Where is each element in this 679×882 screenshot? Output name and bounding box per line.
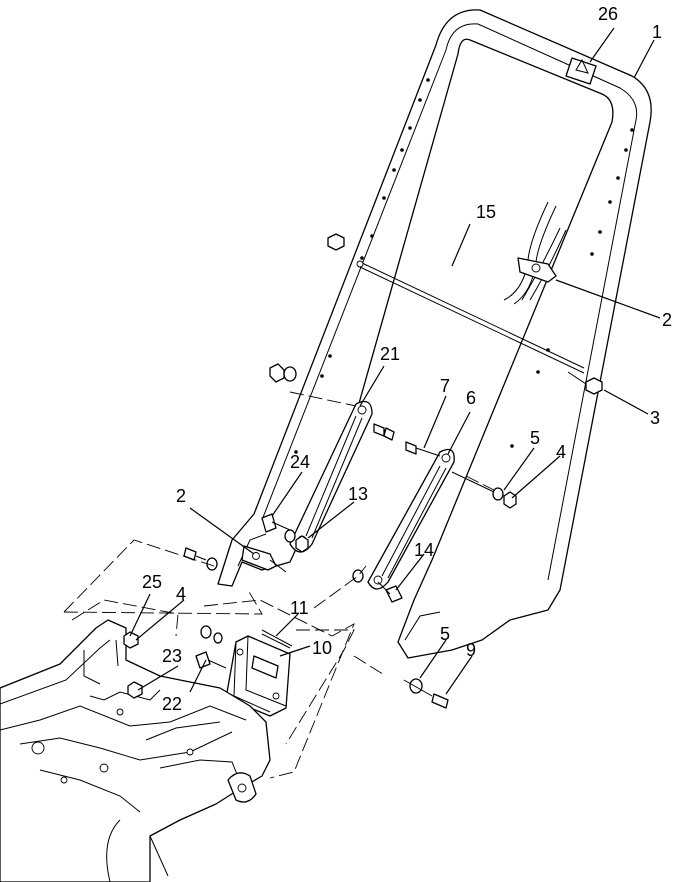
callout-4-upper: 4 (556, 442, 566, 462)
callout-22: 22 (162, 694, 182, 714)
callout-10: 10 (312, 638, 332, 658)
adjust-link-6 (367, 441, 455, 603)
callout-9: 9 (466, 640, 476, 660)
callout-24: 24 (290, 452, 310, 472)
callout-14: 14 (414, 540, 434, 560)
callout-labels: 26 1 15 2 3 21 7 6 5 4 24 13 2 14 25 4 1… (142, 4, 672, 714)
leader-lines (129, 27, 661, 695)
callout-13: 13 (348, 484, 368, 504)
callout-25: 25 (142, 572, 162, 592)
bolt-24 (261, 513, 309, 553)
washer-nut-right (451, 471, 517, 509)
callout-11: 11 (290, 598, 309, 618)
bolt-9 (352, 569, 449, 709)
callout-1: 1 (652, 22, 662, 42)
callout-23: 23 (162, 646, 182, 666)
phantom-outlines (63, 391, 495, 779)
callout-2-lower: 2 (176, 486, 186, 506)
cable-assembly (503, 201, 567, 305)
callout-7: 7 (440, 376, 450, 396)
callout-15: 15 (476, 202, 496, 222)
cross-rod (327, 233, 603, 395)
callout-5-upper: 5 (530, 428, 540, 448)
handle-tube (217, 9, 652, 659)
adjust-link-21 (269, 363, 395, 553)
bracket-10 (195, 625, 293, 717)
callout-4-lower: 4 (176, 584, 186, 604)
callout-26: 26 (598, 4, 618, 24)
callout-6: 6 (466, 388, 476, 408)
callout-5-lower: 5 (440, 624, 450, 644)
callout-2-upper: 2 (662, 310, 672, 330)
callout-21: 21 (380, 344, 400, 364)
callout-3: 3 (650, 408, 660, 428)
mower-deck (0, 619, 271, 882)
